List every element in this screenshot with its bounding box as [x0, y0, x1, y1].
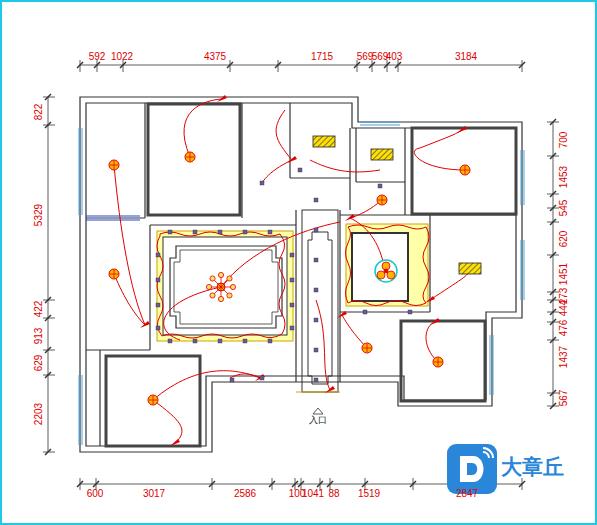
- dimension-value: 913: [34, 328, 44, 345]
- dimension-value: 1437: [559, 346, 569, 368]
- dimension-value: 567: [559, 390, 569, 407]
- dimension-value: 476: [559, 320, 569, 337]
- exhaust-fans: [313, 136, 481, 274]
- entrance-symbol: [313, 408, 323, 414]
- walls: [80, 97, 522, 452]
- dimension-value: 2847: [456, 489, 478, 499]
- strip-lights: [157, 225, 429, 338]
- dimension-value: 592: [89, 52, 106, 62]
- switch-markers: [140, 95, 467, 446]
- dimension-value: 629: [34, 355, 44, 372]
- watermark-text: 大章丘: [501, 457, 564, 478]
- chandelier: [206, 272, 235, 301]
- entrance-label: 入口: [309, 416, 327, 425]
- wires: [114, 99, 469, 443]
- dimension-value: 1022: [111, 52, 133, 62]
- dimension-value: 1041: [302, 489, 324, 499]
- dining-ceiling: [346, 224, 428, 306]
- dimension-value: 1715: [311, 52, 333, 62]
- dimension-value: 444: [559, 300, 569, 317]
- furniture-outlines: [106, 104, 516, 446]
- dimension-value: 3184: [455, 52, 477, 62]
- dimension-value: 620: [559, 231, 569, 248]
- dimension-value: 569: [357, 52, 374, 62]
- dimension-lines: [43, 60, 559, 490]
- dimension-value: 2586: [234, 489, 256, 499]
- dimension-value: 5329: [34, 204, 44, 226]
- watermark-logo: [447, 444, 497, 494]
- downlights: [156, 168, 412, 382]
- windows: [79, 122, 524, 445]
- dimension-value: 2203: [34, 403, 44, 425]
- dimension-value: 822: [34, 104, 44, 121]
- ceiling-lamps: [109, 152, 470, 405]
- dimension-value: 3017: [143, 489, 165, 499]
- dimension-value: 1519: [358, 489, 380, 499]
- fan-light: [375, 260, 397, 282]
- living-ceiling: [157, 231, 293, 341]
- dimension-value: 545: [559, 200, 569, 217]
- dimension-value: 700: [559, 132, 569, 149]
- corridor-ceiling: [296, 210, 340, 392]
- dimension-value: 88: [328, 489, 339, 499]
- dimension-value: 600: [87, 489, 104, 499]
- dimension-value: 4375: [204, 52, 226, 62]
- dimension-value: 1451: [559, 263, 569, 285]
- dimension-value: 422: [34, 301, 44, 318]
- dimension-value: 1453: [559, 166, 569, 188]
- dimension-value: 403: [386, 52, 403, 62]
